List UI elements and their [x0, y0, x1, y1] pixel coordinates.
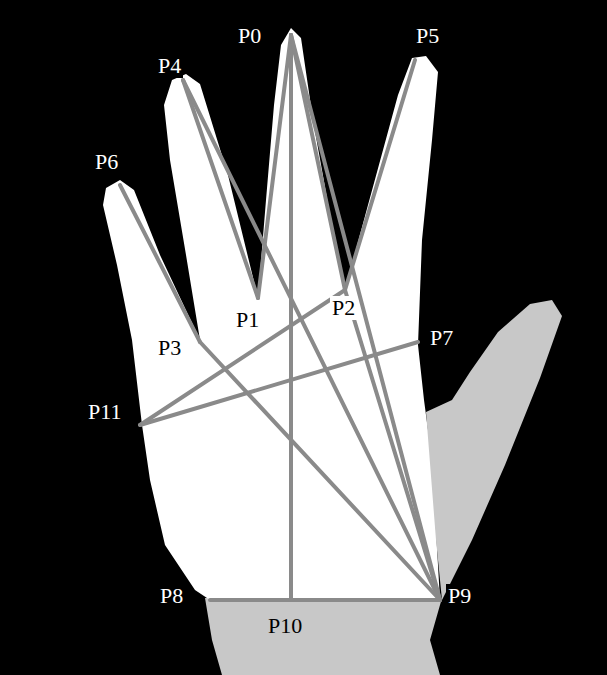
measure-line	[200, 342, 440, 600]
point-label: P6	[93, 150, 120, 174]
point-label: P3	[156, 336, 183, 360]
point-label: P9	[446, 584, 473, 608]
measure-line	[140, 290, 345, 425]
measure-line	[291, 35, 440, 600]
palm-and-fingers	[103, 28, 440, 600]
measure-line	[183, 80, 258, 298]
point-label: P11	[86, 400, 123, 424]
measure-line	[258, 35, 291, 298]
wrist	[205, 598, 442, 675]
point-label: P1	[234, 308, 261, 332]
point-label: P10	[266, 614, 304, 638]
point-label: P2	[330, 296, 357, 320]
point-label: P0	[236, 24, 263, 48]
measure-line	[345, 290, 440, 600]
point-label: P4	[156, 54, 183, 78]
measure-line	[345, 60, 415, 290]
measure-line	[289, 35, 293, 600]
point-label: P8	[158, 584, 185, 608]
measure-line	[183, 80, 440, 600]
point-label: P5	[414, 24, 441, 48]
point-label: P7	[428, 326, 455, 350]
measure-line	[210, 598, 440, 602]
measure-lines	[120, 35, 440, 600]
measure-line	[120, 185, 200, 342]
thumb	[426, 300, 562, 600]
